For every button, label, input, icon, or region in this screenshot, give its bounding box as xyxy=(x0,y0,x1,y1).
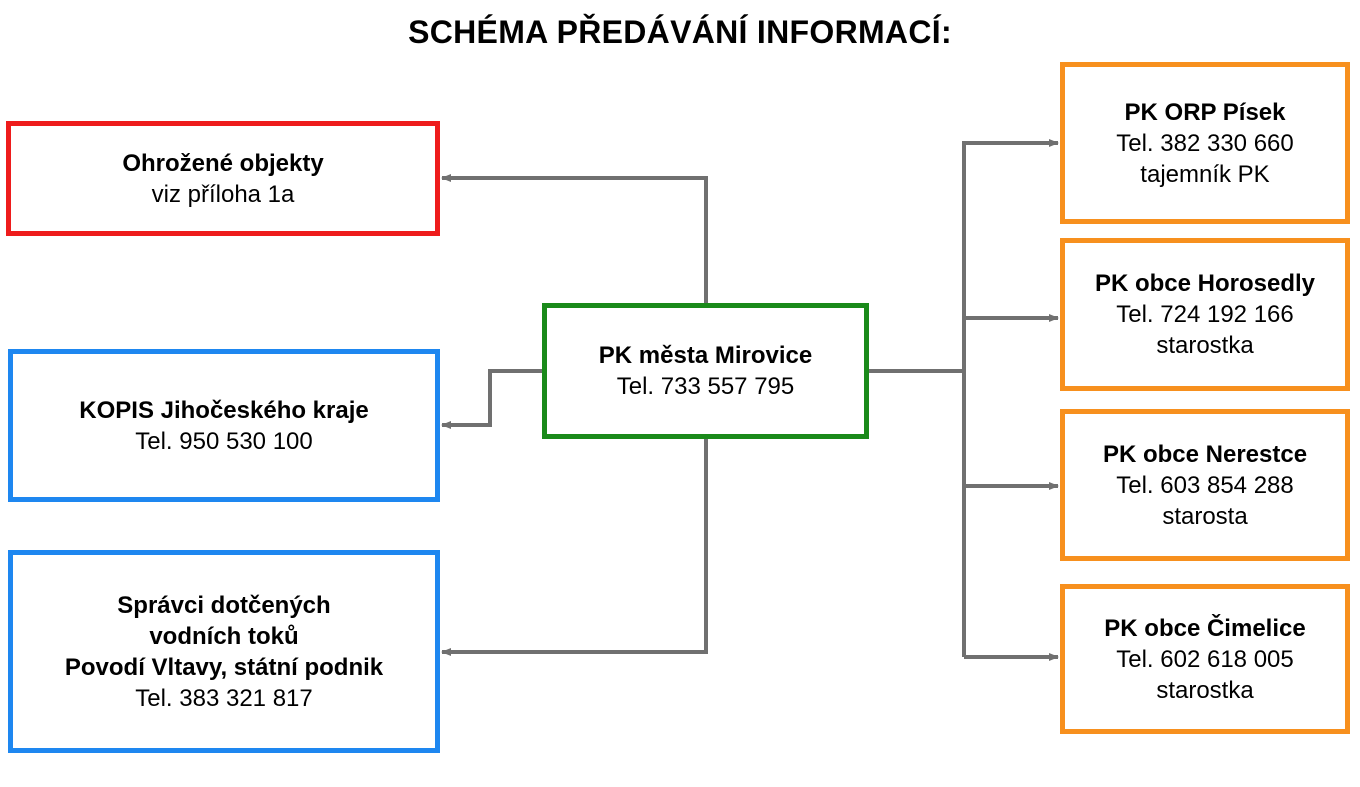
node-title-line-3: Povodí Vltavy, státní podnik xyxy=(64,653,384,681)
node-phone: Tel. 383 321 817 xyxy=(135,684,313,712)
node-phone: Tel. 724 192 166 xyxy=(1116,301,1294,328)
node-title: PK města Mirovice xyxy=(598,342,813,369)
node-role: tajemník PK xyxy=(1140,160,1270,188)
node-pk-mesta-mirovice: PK města Mirovice Tel. 733 557 795 xyxy=(542,303,869,439)
node-title-line-1: Správci dotčených xyxy=(117,591,331,619)
node-title: PK obce Horosedly xyxy=(1094,270,1316,297)
node-title: PK obce Čimelice xyxy=(1104,614,1306,642)
node-role: starostka xyxy=(1156,676,1254,704)
node-phone: Tel. 382 330 660 xyxy=(1116,129,1294,157)
arrow-to-spravci xyxy=(441,438,708,656)
node-text: viz příloha 1a xyxy=(151,180,295,208)
arrow-to-kopis xyxy=(441,369,544,429)
node-ohrozene-objekty: Ohrožené objekty viz příloha 1a xyxy=(6,121,440,236)
node-title: PK ORP Písek xyxy=(1124,98,1286,126)
node-phone: Tel. 602 618 005 xyxy=(1116,645,1294,673)
arrow-to-ohrozene xyxy=(441,174,708,303)
node-phone: Tel. 950 530 100 xyxy=(135,427,313,455)
node-pk-obce-cimelice: PK obce Čimelice Tel. 602 618 005 staros… xyxy=(1060,584,1350,734)
node-pk-obce-horosedly: PK obce Horosedly Tel. 724 192 166 staro… xyxy=(1060,238,1350,391)
node-pk-obce-nerestce: PK obce Nerestce Tel. 603 854 288 staros… xyxy=(1060,409,1350,561)
node-title: PK obce Nerestce xyxy=(1102,440,1308,468)
diagram-title: SCHÉMA PŘEDÁVÁNÍ INFORMACÍ: xyxy=(408,14,952,50)
node-kopis: KOPIS Jihočeského kraje Tel. 950 530 100 xyxy=(8,349,440,502)
node-pk-orp-pisek: PK ORP Písek Tel. 382 330 660 tajemník P… xyxy=(1060,62,1350,224)
node-title: Ohrožené objekty xyxy=(122,149,324,177)
node-title: KOPIS Jihočeského kraje xyxy=(79,396,369,424)
node-phone: Tel. 733 557 795 xyxy=(616,373,795,400)
node-title-line-2: vodních toků xyxy=(149,622,299,650)
node-role: starostka xyxy=(1156,332,1254,359)
node-role: starosta xyxy=(1162,502,1248,530)
node-phone: Tel. 603 854 288 xyxy=(1116,471,1294,499)
node-spravci-toku: Správci dotčených vodních toků Povodí Vl… xyxy=(8,550,440,753)
